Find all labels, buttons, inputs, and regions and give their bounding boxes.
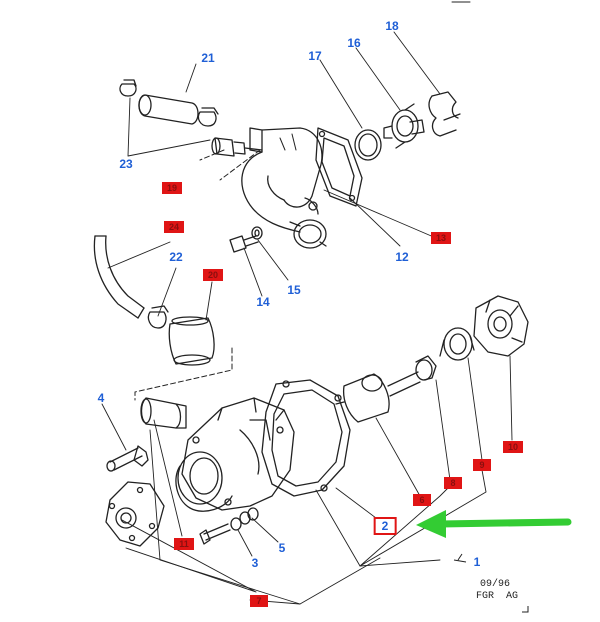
footer-code: FGR AG	[476, 591, 519, 602]
red-tag-11: 11	[174, 538, 194, 550]
callout-23: 23	[119, 157, 133, 171]
leader-tick	[453, 553, 467, 563]
callout-5: 5	[278, 541, 286, 555]
red-tag-8: 8	[444, 477, 462, 489]
callout-17: 17	[308, 49, 322, 63]
thermostat-16	[383, 103, 425, 149]
retaining-clip-18	[428, 91, 461, 137]
pipe-stub-11	[140, 397, 187, 429]
hose-clip-22	[147, 305, 169, 329]
footer-date: 09/96	[480, 579, 511, 590]
gasket-13	[315, 127, 363, 207]
callout-22: 22	[169, 250, 183, 264]
callout-21: 21	[201, 51, 215, 65]
red-tag-19: 19	[162, 182, 182, 194]
bent-hose-24	[93, 235, 145, 319]
bearing-shaft-8	[335, 371, 421, 423]
callout-14: 14	[256, 295, 270, 309]
callout-2-highlighted: 2	[373, 517, 397, 535]
washer-15	[251, 226, 263, 240]
pipe-stub-19	[211, 137, 246, 157]
red-tag-20: 20	[203, 269, 223, 281]
red-tag-7: 7	[250, 595, 268, 607]
red-tag-24: 24	[164, 221, 184, 233]
pulley-hub-7	[473, 295, 529, 357]
callout-3: 3	[251, 556, 259, 570]
seal-ring-10	[439, 327, 475, 361]
washer-5	[230, 507, 259, 531]
water-pump-body-1	[175, 397, 295, 512]
drawing-footer: 09/96 FGR AG	[476, 579, 518, 603]
red-tag-10: 10	[503, 441, 523, 453]
callout-15: 15	[287, 283, 301, 297]
green-arrow-indicator	[416, 510, 572, 538]
red-tag-13: 13	[431, 232, 451, 244]
stud-bolt-4	[106, 445, 149, 472]
short-hose-20	[168, 316, 215, 366]
flange-6	[105, 481, 165, 547]
corner-mark	[522, 606, 529, 613]
callout-18: 18	[385, 19, 399, 33]
bolt-14	[229, 235, 259, 253]
callout-16: 16	[347, 36, 361, 50]
callout-12: 12	[395, 250, 409, 264]
callout-4: 4	[97, 391, 105, 405]
bolt-3	[199, 523, 231, 545]
red-tag-6: 6	[413, 494, 431, 506]
red-tag-9: 9	[473, 459, 491, 471]
o-ring-17	[354, 129, 382, 161]
thermostat-housing-12	[241, 127, 327, 249]
seal-9	[415, 355, 437, 381]
pump-gasket-2	[261, 379, 351, 497]
upper-hose-21	[119, 79, 219, 127]
callout-1: 1	[473, 555, 481, 569]
